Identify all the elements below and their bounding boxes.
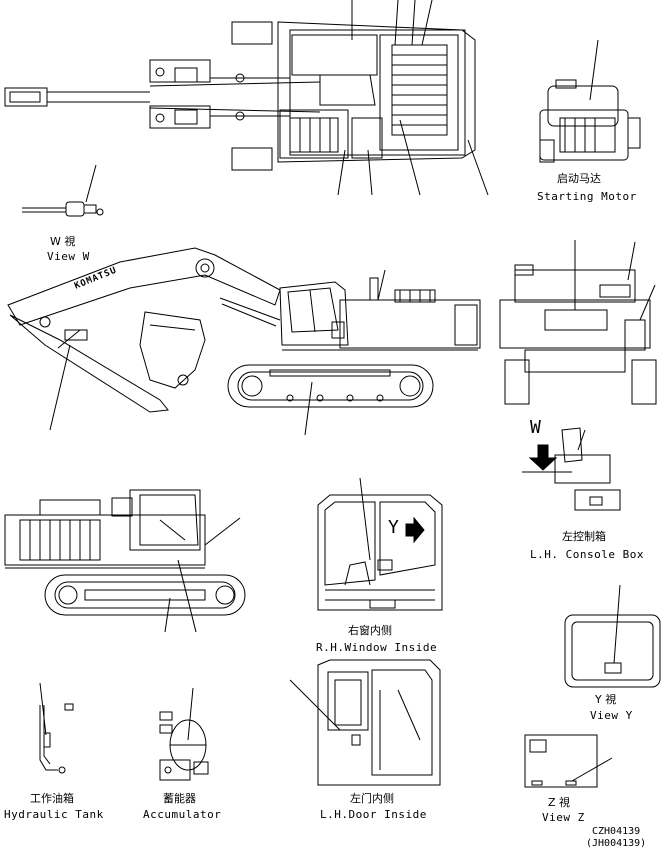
drawing-number: CZH04139 [592, 826, 641, 837]
lh-door-drawing [290, 660, 440, 785]
lh-door-label-en: L.H.Door Inside [320, 808, 427, 821]
accumulator-label-en: Accumulator [143, 808, 222, 821]
marker-w: W [530, 417, 542, 438]
left-side-view-excavator [5, 490, 245, 632]
rear-view-excavator [500, 240, 656, 404]
console-label-en: L.H. Console Box [530, 548, 644, 561]
view-z-label-en: View Z [542, 811, 585, 824]
hydraulic-tank-label-en: Hydraulic Tank [4, 808, 104, 821]
view-y-drawing [565, 585, 660, 687]
console-box-drawing [522, 428, 620, 510]
marker-y: Y [388, 517, 400, 538]
view-w-label-cn: W 視 [50, 235, 76, 248]
view-w-label-en: View W [47, 250, 90, 263]
view-z-drawing [525, 735, 612, 787]
rh-window-label-cn: 右窗内侧 [348, 624, 392, 637]
alt-drawing-number: (JH004139) [586, 838, 647, 849]
top-view-excavator [5, 0, 488, 195]
view-w-part [22, 165, 103, 216]
starting-motor-drawing [540, 40, 640, 162]
console-label-cn: 左控制箱 [562, 530, 606, 543]
view-y-label-cn: Y 視 [595, 693, 617, 706]
view-z-label-cn: Z 視 [548, 796, 571, 809]
hydraulic-tank-label-cn: 工作油箱 [30, 792, 74, 805]
starting-motor-label-en: Starting Motor [537, 190, 637, 203]
side-view-excavator [8, 248, 480, 435]
accumulator-label-cn: 蓄能器 [163, 792, 196, 805]
starting-motor-label-cn: 启动马达 [557, 172, 601, 185]
hydraulic-tank-drawing [40, 683, 73, 773]
rh-window-drawing [318, 478, 442, 610]
accumulator-drawing [160, 688, 208, 780]
rh-window-label-en: R.H.Window Inside [316, 641, 438, 654]
view-y-label-en: View Y [590, 709, 633, 722]
lh-door-label-cn: 左门内侧 [350, 792, 394, 805]
